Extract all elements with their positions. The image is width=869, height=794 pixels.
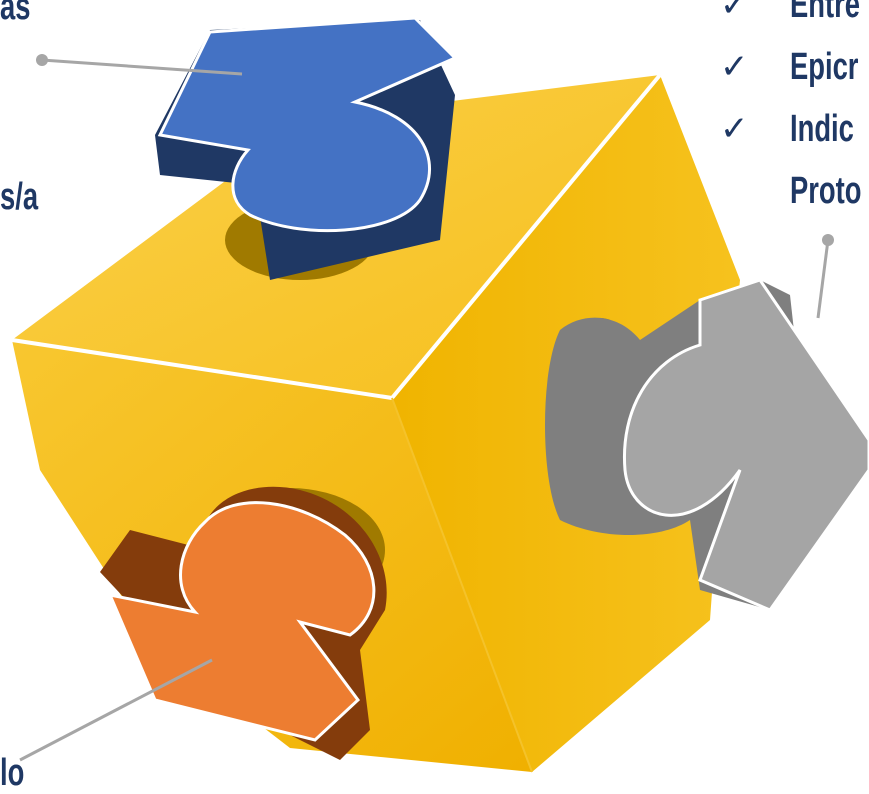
label-left-mid: s/a [0,176,39,218]
connector-line [41,58,243,76]
checklist-item-4: Proto [790,170,862,212]
orange-piece-face [107,501,376,742]
check-icon: ✓ [720,0,749,25]
blue-piece-top [157,16,458,233]
cube-edge [11,338,393,400]
cube-edge [391,397,533,773]
check-icon: ✓ [720,109,749,149]
label-left-top: as [0,0,31,28]
connector-line [19,658,213,762]
checklist-item-3: Indic [790,108,854,150]
check-icon: ✓ [720,47,749,87]
cube-edge [390,73,662,400]
connector-line [816,239,830,319]
gray-piece-front [622,278,869,612]
checklist-item-1: Entre [790,0,860,26]
checklist-item-2: Epicr [790,46,859,88]
label-left-bottom: lo [0,752,25,794]
